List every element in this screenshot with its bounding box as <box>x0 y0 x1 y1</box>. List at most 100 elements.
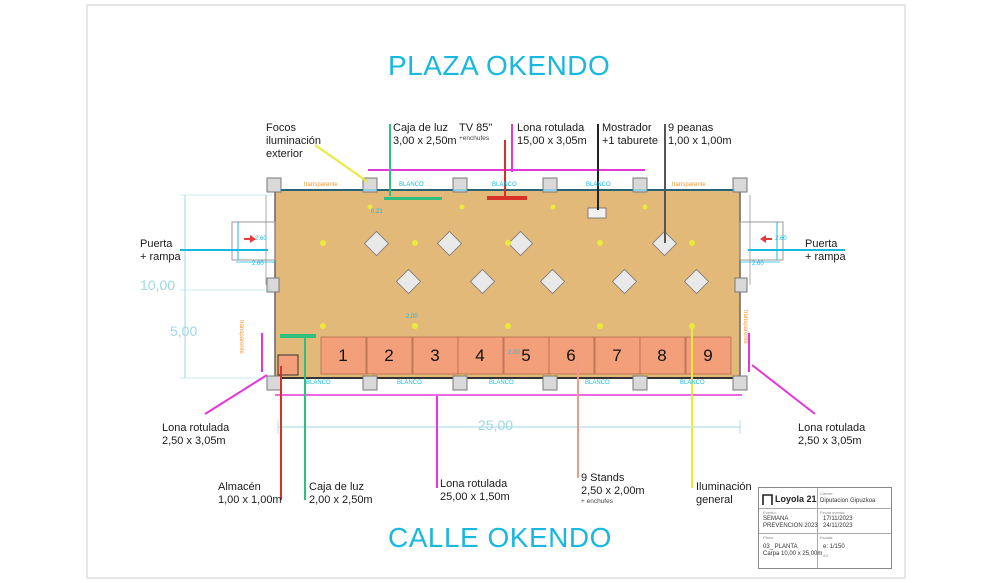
door-left <box>231 221 276 263</box>
almacen <box>277 354 299 376</box>
peana <box>611 268 638 295</box>
strip-bottom-blanco-4: BLANCO <box>585 380 610 386</box>
stand-number: 5 <box>521 346 531 365</box>
callout-lona-left-line1: Lona rotulada <box>162 422 230 434</box>
callout-iluminacion-line1: Iluminación <box>696 481 752 493</box>
callout-lona-bottom-line1: Lona rotulada <box>440 478 508 490</box>
plan-caption: Plano: <box>763 535 775 540</box>
stand-number: 7 <box>612 346 622 365</box>
door-right <box>739 221 784 263</box>
stand-number: 3 <box>430 346 440 365</box>
title-plaza: PLAZA OKENDO <box>388 50 611 81</box>
callout-caja-luz-bottom: Caja de luz 2,00 x 2,50m <box>309 481 373 507</box>
callout-lona-bottom-line2: 25,00 x 1,50m <box>440 491 510 503</box>
strip-top-blanco-2: BLANCO <box>492 182 517 188</box>
callout-almacen: Almacén 1,00 x 1,00m <box>218 481 282 507</box>
strip-top-blanco-1: BLANCO <box>399 182 424 188</box>
callout-stands-line1: 9 Stands <box>581 472 625 484</box>
stands <box>320 336 732 375</box>
callout-caja-luz-bottom-line2: 2,00 x 2,50m <box>309 494 373 506</box>
callout-iluminacion-line2: general <box>696 494 733 506</box>
caja-luz-top <box>384 197 442 200</box>
dim-door-left: 2.60 <box>255 236 267 242</box>
callout-caja-luz-top-line1: Caja de luz <box>393 122 449 134</box>
callout-mostrador: Mostrador +1 taburete <box>602 122 658 148</box>
callout-puerta-left-line1: Puerta <box>140 238 173 250</box>
peana <box>436 230 463 257</box>
callout-almacen-line1: Almacén <box>218 481 261 493</box>
strip-bottom-blanco-5: BLANCO <box>680 380 705 386</box>
door-right-arrow <box>760 235 772 243</box>
dim-inner-a: 0.21 <box>371 209 383 215</box>
callout-peanas: 9 peanas 1,00 x 1,00m <box>668 122 732 148</box>
stand-number: 8 <box>657 346 667 365</box>
strip-top-transparent-right: transparente <box>672 182 706 188</box>
peana <box>651 230 678 257</box>
stand-number: 9 <box>703 346 713 365</box>
event-caption: Evento: <box>763 510 777 515</box>
peana <box>683 268 710 295</box>
client-caption: Cliente: <box>820 491 834 496</box>
sheet-border <box>86 4 906 579</box>
callout-lona-top-line2: 15,00 x 3,05m <box>517 135 587 147</box>
callout-tv-sub: +enchufes <box>459 135 490 142</box>
callout-stands: 9 Stands 2,50 x 2,00m + enchufes <box>581 472 645 506</box>
dim-half-height: 5,00 <box>170 323 198 339</box>
strip-side-right: transparente <box>742 310 748 344</box>
dim-width: 25,00 <box>478 417 514 433</box>
callout-focos-line1: Focos <box>266 122 296 134</box>
callout-focos-line3: exterior <box>266 148 303 160</box>
callout-stands-sub: + enchufes <box>581 498 613 505</box>
callout-almacen-line2: 1,00 x 1,00m <box>218 494 282 506</box>
stand-number: 1 <box>338 346 348 365</box>
logo-text: Loyola 21 <box>775 494 817 504</box>
callout-peanas-line1: 9 peanas <box>668 122 714 134</box>
callout-caja-luz-bottom-line1: Caja de luz <box>309 481 365 493</box>
callout-mostrador-line2: +1 taburete <box>602 135 658 147</box>
plan-line1: 03_ PLANTA <box>763 544 798 550</box>
scale-caption: Escala: <box>820 535 834 540</box>
callout-caja-luz-top-line2: 3,00 x 2,50m <box>393 135 457 147</box>
callout-focos-line2: iluminación <box>266 135 322 147</box>
callout-lona-left-line2: 2,50 x 3,05m <box>162 435 226 447</box>
door-left-arrow <box>244 235 256 243</box>
strip-top-blanco-3: BLANCO <box>586 182 611 188</box>
strip-bottom-blanco-2: BLANCO <box>397 380 422 386</box>
callout-iluminacion: Iluminación general <box>696 481 752 507</box>
callout-caja-luz-top: Caja de luz 3,00 x 2,50m <box>393 122 457 148</box>
stand-number: 2 <box>384 346 394 365</box>
dim-door-depth-right: 2.60 <box>752 261 764 267</box>
callout-stands-line2: 2,50 x 2,00m <box>581 485 645 497</box>
callout-lona-bottom: Lona rotulada 25,00 x 1,50m <box>440 478 510 504</box>
scale-value: e: 1/150 <box>823 544 845 550</box>
callout-lona-right: Lona rotulada 2,50 x 3,05m <box>798 422 865 448</box>
callout-puerta-right-line2: + rampa <box>805 251 846 263</box>
date-1: 17/11/2023 <box>823 516 853 522</box>
callout-peanas-line2: 1,00 x 1,00m <box>668 135 732 147</box>
peana <box>363 230 390 257</box>
date-caption: Fecha evento: <box>820 510 846 515</box>
title-block: Loyola 21 Cliente: Diputacion Gipuzkoa E… <box>758 487 892 569</box>
peana <box>395 268 422 295</box>
callout-lona-top-line1: Lona rotulada <box>517 122 585 134</box>
peana <box>469 268 496 295</box>
dim-door-depth-left: 2.60 <box>252 261 264 267</box>
title-calle: CALLE OKENDO <box>388 522 612 553</box>
date-2: 24/11/2023 <box>823 523 853 529</box>
caja-luz-bottom <box>280 334 316 338</box>
strip-bottom-blanco-3: BLANCO <box>489 380 514 386</box>
callout-tv-line1: TV 85" <box>459 122 493 134</box>
event-line2: PREVENCION 2023 <box>763 523 818 529</box>
dim-door-right: 2.60 <box>775 236 787 242</box>
callout-tv: TV 85" +enchufes <box>459 122 492 143</box>
callout-puerta-left: Puerta + rampa <box>140 238 181 264</box>
peanas <box>363 230 710 295</box>
logo-icon <box>762 494 773 505</box>
plan-line2: Carpa 10,00 x 25,00m <box>763 551 823 557</box>
stand-number: 4 <box>475 346 485 365</box>
callout-focos: Focos iluminación exterior <box>266 122 321 161</box>
dim-inner-b: 2.00 <box>406 314 418 320</box>
callout-puerta-right: Puerta + rampa <box>805 238 846 264</box>
callout-lona-right-line1: Lona rotulada <box>798 422 866 434</box>
